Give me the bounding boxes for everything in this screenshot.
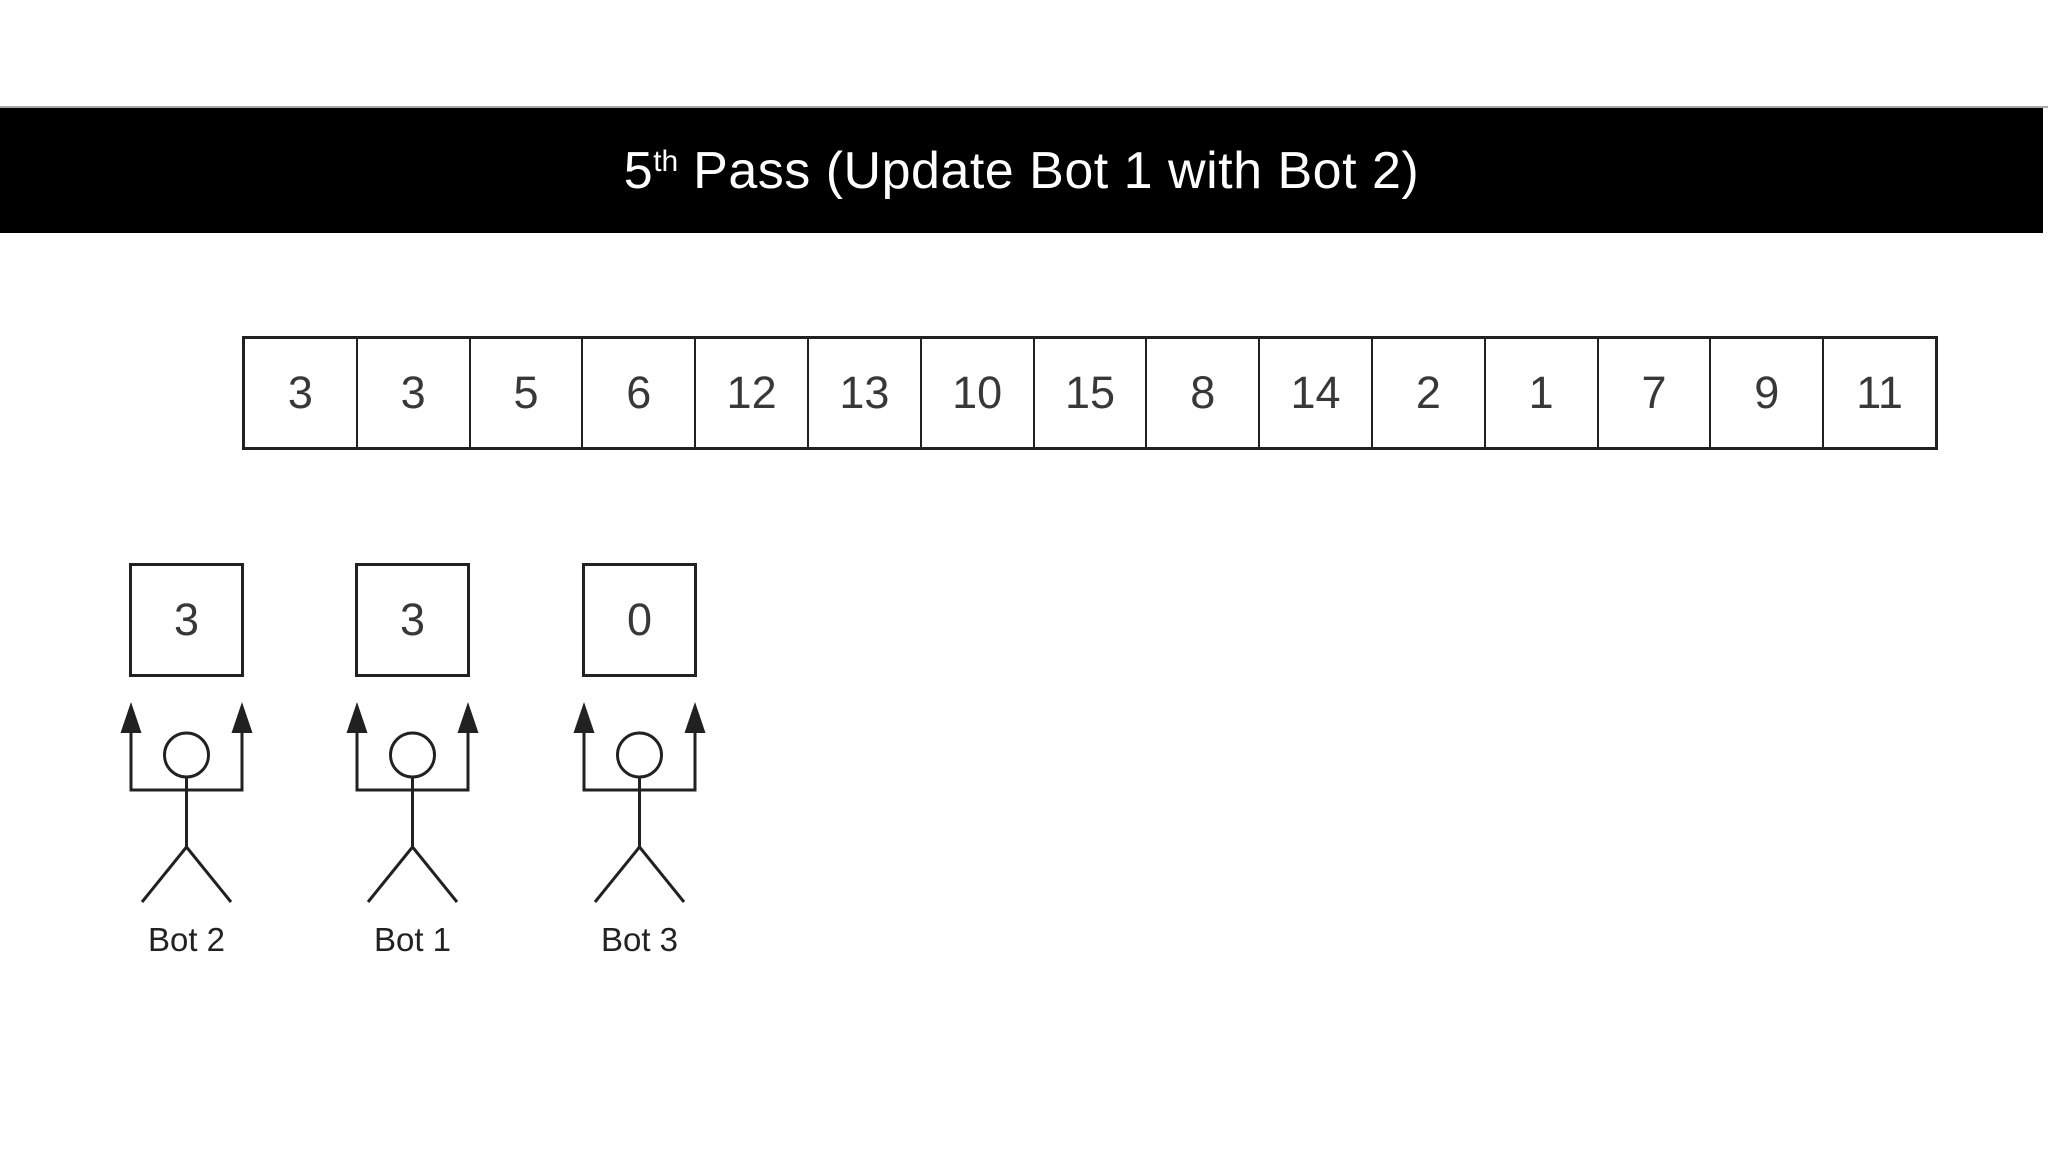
array-cell: 15 [1035, 339, 1148, 447]
array-cell: 12 [696, 339, 809, 447]
bot-unit-bot3: 0 Bot 3 [573, 563, 706, 958]
array-cell: 3 [245, 339, 358, 447]
page-title: 5th Pass (Update Bot 1 with Bot 2) [624, 141, 1419, 201]
array-cell: 2 [1373, 339, 1486, 447]
array-cell: 8 [1147, 339, 1261, 447]
bot2-value-box: 3 [129, 563, 244, 677]
up-arrow-right-icon [457, 702, 479, 733]
array-cell: 11 [1856, 367, 1903, 418]
bot1-value-box: 3 [355, 563, 470, 677]
bot2-label: Bot 2 [147, 921, 226, 958]
up-arrow-left-icon [573, 702, 595, 733]
bot-unit-bot2: 3 Bot 2 [120, 563, 253, 958]
left-leg-line [593, 846, 641, 903]
bot3-label: Bot 3 [600, 921, 679, 958]
array-cell: 5 [471, 339, 584, 447]
up-arrow-right-icon [684, 702, 706, 733]
right-leg-line [411, 846, 459, 903]
array-cell: 10 [922, 339, 1035, 447]
pass-number: 5 [623, 141, 654, 200]
bot2-stick-figure-icon [120, 702, 253, 903]
head-circle [163, 731, 210, 779]
bot2-value: 3 [173, 594, 200, 645]
bot-unit-bot1: 3 Bot 1 [346, 563, 479, 958]
left-leg-line [140, 846, 188, 903]
bot1-label: Bot 1 [373, 921, 452, 958]
left-leg-line [366, 846, 414, 903]
right-leg-line [185, 846, 233, 903]
array-cell: 14 [1260, 339, 1373, 447]
head-circle [616, 731, 663, 779]
array-cell: 7 [1599, 339, 1712, 447]
bot3-stick-figure-icon [573, 702, 706, 903]
title-bar: 5th Pass (Update Bot 1 with Bot 2) [0, 108, 2043, 233]
array-cell: 13 [809, 339, 922, 447]
bot1-value: 3 [399, 594, 426, 645]
head-circle [389, 731, 436, 779]
bot3-value: 0 [626, 594, 653, 645]
right-leg-line [638, 846, 686, 903]
up-arrow-left-icon [346, 702, 368, 733]
bot1-stick-figure-icon [346, 702, 479, 903]
bot3-value-box: 0 [582, 563, 697, 677]
up-arrow-left-icon [120, 702, 142, 733]
array-cell: 3 [358, 339, 471, 447]
ordinal-suffix: th [653, 144, 679, 178]
up-arrow-right-icon [231, 702, 253, 733]
title-bar-top-edge [0, 106, 2048, 108]
array-cell: 6 [583, 339, 697, 447]
title-rest: Pass (Update Bot 1 with Bot 2) [678, 141, 1420, 200]
array-cell: 1 [1486, 339, 1599, 447]
array-cell: 9 [1711, 339, 1825, 447]
